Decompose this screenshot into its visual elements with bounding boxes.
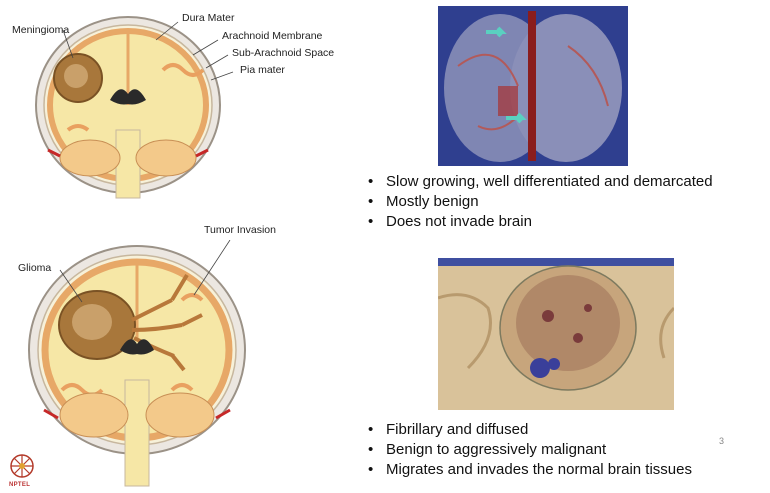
- tumor-invasion-label: Tumor Invasion: [204, 224, 276, 236]
- list-item: Slow growing, well differentiated and de…: [364, 172, 713, 192]
- sub-arachnoid-space-label: Sub-Arachnoid Space: [232, 47, 334, 59]
- glioma-bullet-list: Fibrillary and diffused Benign to aggres…: [364, 420, 692, 480]
- dura-mater-label: Dura Mater: [182, 12, 235, 24]
- arachnoid-membrane-label: Arachnoid Membrane: [222, 30, 322, 42]
- list-item: Mostly benign: [364, 192, 713, 212]
- list-item: Fibrillary and diffused: [364, 420, 692, 440]
- list-item: Benign to aggressively malignant: [364, 440, 692, 460]
- glioma-brain-diagram: [22, 240, 252, 490]
- meningioma-label: Meningioma: [12, 24, 69, 36]
- list-item: Does not invade brain: [364, 212, 713, 232]
- glioma-specimen-photo: [438, 258, 674, 410]
- list-item: Migrates and invades the normal brain ti…: [364, 460, 692, 480]
- page-number: 3: [719, 436, 724, 446]
- meningioma-brain-diagram: [28, 10, 248, 200]
- glioma-label: Glioma: [18, 262, 51, 274]
- pia-mater-label: Pia mater: [240, 64, 285, 76]
- nptel-logo-text: NPTEL: [9, 482, 30, 488]
- meningioma-bullet-list: Slow growing, well differentiated and de…: [364, 172, 713, 232]
- meningioma-specimen-photo: [438, 6, 628, 166]
- nptel-logo-icon: [8, 452, 36, 480]
